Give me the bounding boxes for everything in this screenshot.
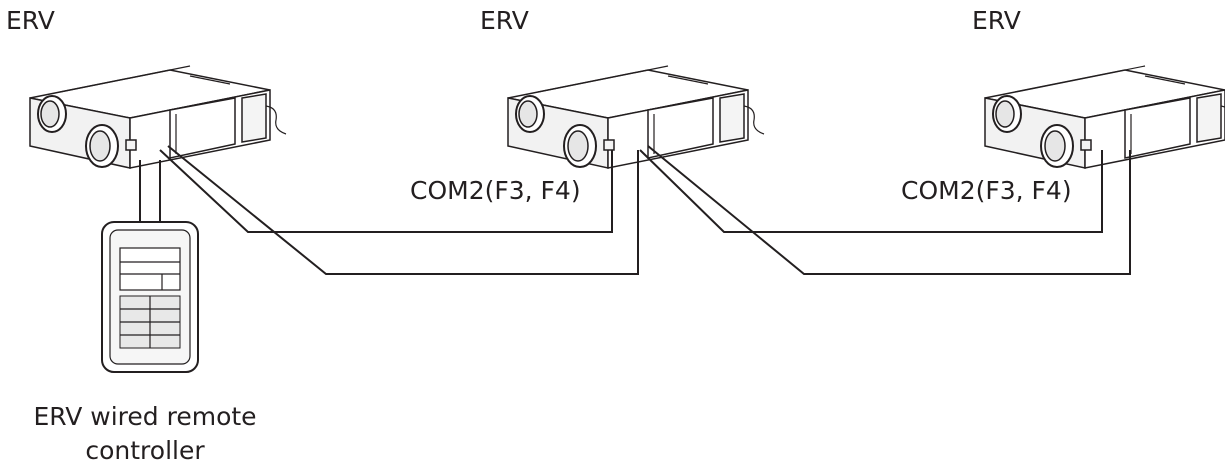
erv-unit-2 (507, 65, 765, 169)
controller-screen (119, 247, 181, 291)
controller-label: ERV wired remote controller (33, 402, 257, 465)
erv-unit-3 (984, 65, 1225, 169)
controller-buttons (119, 295, 181, 349)
com2-wires-1-2 (159, 145, 639, 275)
erv-unit-1 (29, 65, 287, 169)
wired-remote-controller (101, 221, 199, 373)
com2-wires-2-3 (639, 145, 1131, 275)
erv-label-3: ERV (972, 6, 1021, 35)
com2-label-2: COM2(F3, F4) (901, 176, 1072, 205)
com2-label-1: COM2(F3, F4) (410, 176, 581, 205)
erv-label-1: ERV (6, 6, 55, 35)
controller-wires (139, 160, 161, 228)
erv-label-2: ERV (480, 6, 529, 35)
